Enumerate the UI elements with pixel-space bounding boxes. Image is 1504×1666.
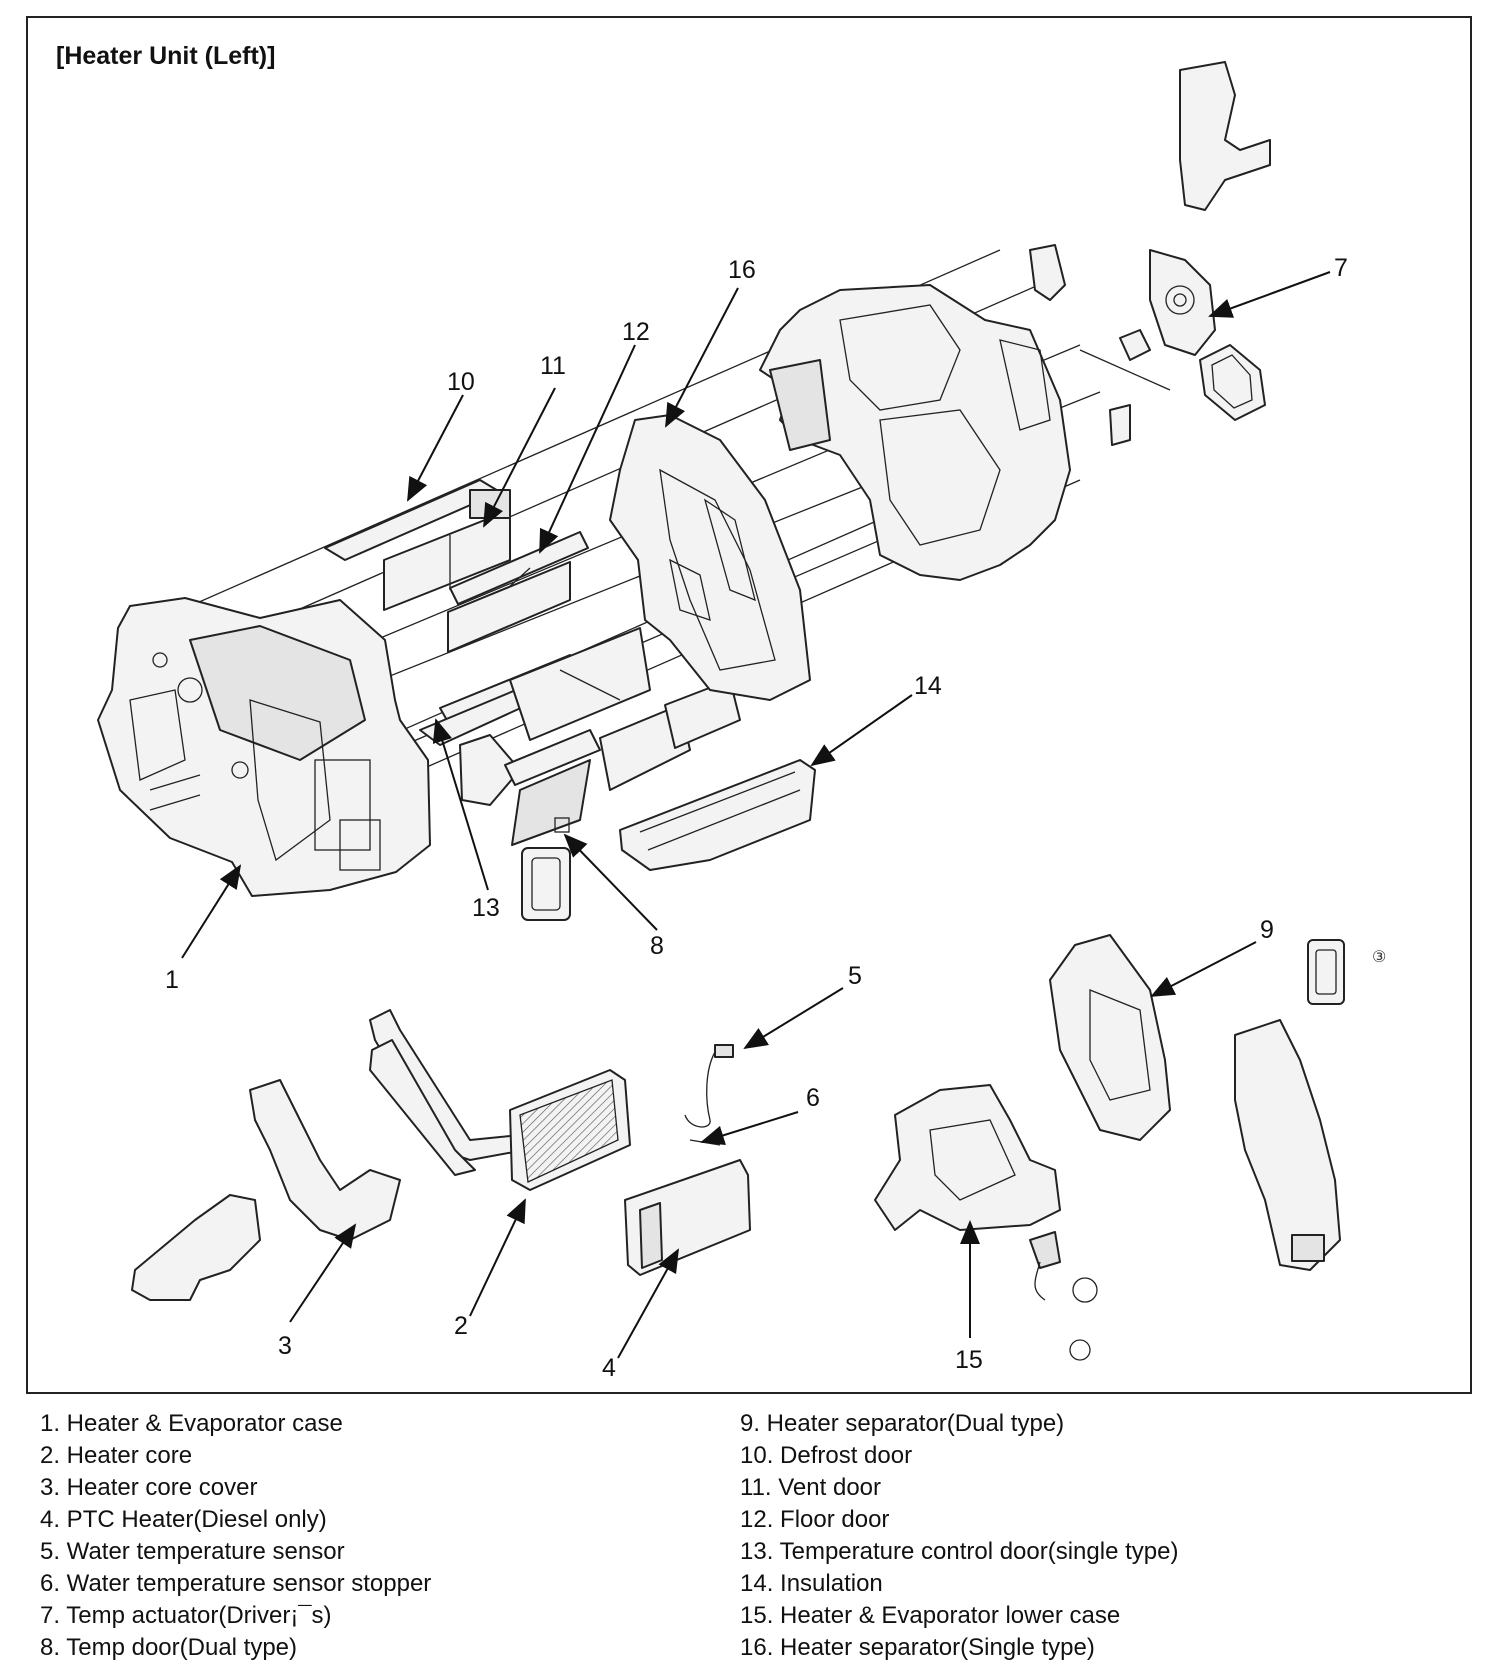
- callout-10: 10: [447, 368, 475, 396]
- heater-evaporator-lower-case: [874, 1084, 1098, 1361]
- temperature-control-door: [419, 627, 651, 746]
- stray-mark: ③: [1372, 949, 1386, 966]
- legend-item-14: 14. Insulation: [740, 1570, 883, 1597]
- heater-separator-dual: [1049, 934, 1171, 1141]
- legend-item-16: 16. Heater separator(Single type): [740, 1634, 1095, 1661]
- callout-13: 13: [472, 894, 500, 922]
- callout-3: 3: [278, 1332, 292, 1360]
- legend-item-1: 1. Heater & Evaporator case: [40, 1410, 343, 1437]
- heater-separator-single: [609, 414, 811, 701]
- callout-15: 15: [955, 1346, 983, 1374]
- callout-14: 14: [914, 672, 942, 700]
- duct-right: [1234, 1019, 1341, 1271]
- legend-item-8: 8. Temp door(Dual type): [40, 1634, 298, 1661]
- actuator-bracket: [1029, 244, 1066, 301]
- legend-item-6: 6. Water temperature sensor stopper: [40, 1570, 432, 1597]
- callout-4: 4: [602, 1354, 616, 1382]
- callout-12: 12: [622, 318, 650, 346]
- legend-item-11: 11. Vent door: [740, 1474, 881, 1501]
- heater-core: [369, 1009, 631, 1191]
- legend-column-right: 9. Heater separator(Dual type) 10. Defro…: [740, 1408, 1178, 1664]
- legend-item-3: 3. Heater core cover: [40, 1474, 258, 1501]
- legend-item-12: 12. Floor door: [740, 1506, 890, 1533]
- callout-16: 16: [728, 256, 756, 284]
- heater-core-cover: [131, 1079, 401, 1301]
- actuator-linkage: [1079, 329, 1171, 446]
- legend-item-15: 15. Heater & Evaporator lower case: [740, 1602, 1121, 1629]
- insulation: [619, 759, 816, 871]
- callout-11: 11: [540, 352, 566, 380]
- legend-item-10: 10. Defrost door: [740, 1442, 913, 1469]
- duct-top-right: [1179, 61, 1271, 211]
- legend-item-4: 4. PTC Heater(Diesel only): [40, 1506, 327, 1533]
- gasket-right: [1307, 939, 1345, 1005]
- ptc-heater: [624, 1159, 751, 1276]
- temp-actuator: [1149, 249, 1216, 356]
- gasket-small: [521, 847, 571, 921]
- water-temperature-sensor: [684, 1044, 734, 1128]
- heater-evaporator-case: [97, 597, 431, 897]
- diagram-frame: [26, 16, 1472, 1394]
- legend-column-left: 1. Heater & Evaporator case 2. Heater co…: [40, 1408, 431, 1664]
- heater-rear-case: [759, 284, 1071, 581]
- callout-7: 7: [1334, 254, 1348, 282]
- legend-item-9: 9. Heater separator(Dual type): [740, 1410, 1065, 1437]
- callout-5: 5: [848, 962, 862, 990]
- callout-6: 6: [806, 1084, 820, 1112]
- gasket-top-right: [1199, 344, 1266, 421]
- legend-item-13: 13. Temperature control door(single type…: [740, 1538, 1179, 1565]
- temp-door-dual: [459, 679, 741, 846]
- callout-leaders: [181, 271, 1331, 1359]
- callout-1: 1: [165, 966, 179, 994]
- callout-8: 8: [650, 932, 664, 960]
- callout-2: 2: [454, 1312, 468, 1340]
- legend-item-2: 2. Heater core: [40, 1442, 193, 1469]
- callout-9: 9: [1260, 916, 1274, 944]
- diagram-title: [Heater Unit (Left)]: [56, 42, 276, 70]
- legend-item-7: 7. Temp actuator(Driver¡¯s): [40, 1602, 332, 1629]
- legend-item-5: 5. Water temperature sensor: [40, 1538, 345, 1565]
